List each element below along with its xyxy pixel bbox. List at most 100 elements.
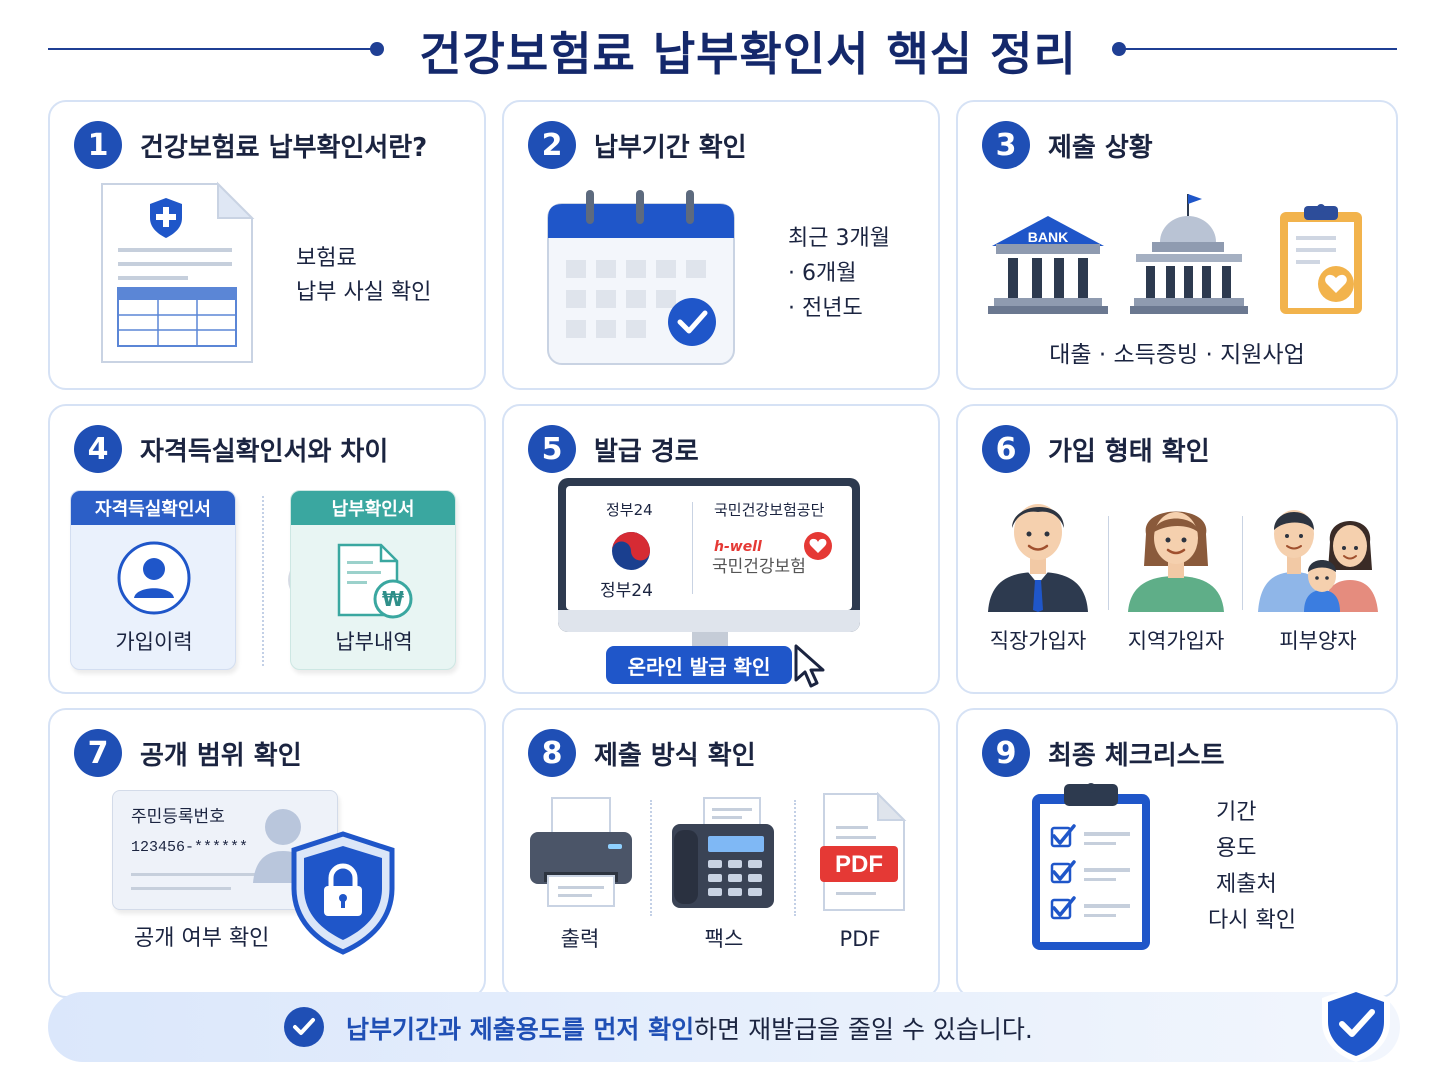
monitor: 정부24 정부24 국민건강보험공단 h-well 국민건강보험 bbox=[558, 478, 860, 632]
checklist-item: 제출처 bbox=[1216, 872, 1277, 897]
card-what-is: 1 건강보험료 납부확인서란? 보험료 납부 사실 확인 bbox=[48, 100, 486, 390]
header: 건강보험료 납부확인서 핵심 정리 bbox=[0, 14, 1448, 86]
summary-highlight: 납부기간과 제출용도를 먼저 확인 bbox=[346, 1015, 695, 1044]
step-number: 2 bbox=[528, 121, 576, 169]
check-circle-icon bbox=[284, 1007, 324, 1047]
card-title: 공개 범위 확인 bbox=[140, 740, 302, 771]
employee-icon bbox=[988, 504, 1088, 612]
nhis-top-label: 국민건강보험공단 bbox=[714, 501, 825, 519]
divider bbox=[650, 800, 652, 916]
step-number: 8 bbox=[528, 729, 576, 777]
card-situations: 3 제출 상황 BANK 대출 · 소득증빙 · 지원사업 bbox=[956, 100, 1398, 390]
card-title: 제출 방식 확인 bbox=[594, 740, 756, 771]
summary-message: 납부기간과 제출용도를 먼저 확인하면 재발급을 줄일 수 있습니다. bbox=[346, 1010, 1033, 1046]
step-number: 1 bbox=[74, 121, 122, 169]
government-building-icon bbox=[1130, 194, 1248, 314]
card-header: 5 발급 경로 bbox=[528, 424, 699, 474]
card-header: 9 최종 체크리스트 bbox=[982, 728, 1225, 778]
card-title: 건강보험료 납부확인서란? bbox=[140, 132, 428, 163]
card-disclosure: 7 공개 범위 확인 주민등록번호 123456-****** 공개 여부 확인 bbox=[48, 708, 486, 998]
desc-line: 보험료 bbox=[296, 246, 357, 271]
card-title: 자격득실확인서와 차이 bbox=[140, 436, 389, 467]
gov24-label: 정부24 bbox=[600, 581, 653, 601]
card-header: 1 건강보험료 납부확인서란? bbox=[74, 120, 427, 170]
method-label: 출력 bbox=[560, 927, 600, 951]
cursor-icon bbox=[794, 644, 825, 688]
card-header: 8 제출 방식 확인 bbox=[528, 728, 756, 778]
divider bbox=[262, 496, 264, 666]
id-field-label: 주민등록번호 bbox=[131, 807, 225, 827]
card-header: 2 납부기간 확인 bbox=[528, 120, 747, 170]
page-title: 건강보험료 납부확인서 핵심 정리 bbox=[419, 27, 1077, 81]
calendar-check-icon bbox=[547, 190, 735, 365]
member-type-label: 피부양자 bbox=[1279, 629, 1357, 653]
online-issue-button[interactable]: 온라인 발급 확인 bbox=[606, 646, 792, 684]
monitor-chin bbox=[558, 610, 860, 632]
period-line: · 6개월 bbox=[788, 261, 857, 286]
card-line bbox=[131, 873, 257, 876]
period-line: · 전년도 bbox=[788, 296, 863, 321]
hwell-label: h-well bbox=[714, 539, 762, 555]
gov24-top-label: 정부24 bbox=[606, 501, 653, 519]
fax-icon bbox=[672, 797, 774, 908]
box-label: 가입이력 bbox=[115, 630, 193, 654]
step-number: 6 bbox=[982, 425, 1030, 473]
pdf-badge-text: PDF bbox=[835, 851, 883, 878]
title-rule-right bbox=[1122, 48, 1397, 50]
checklist-item: 다시 확인 bbox=[1208, 908, 1296, 933]
clipboard-heart-icon bbox=[1280, 204, 1362, 314]
situations-caption: 대출 · 소득증빙 · 지원사업 bbox=[1049, 342, 1305, 368]
divider bbox=[794, 800, 796, 916]
disclosure-caption: 공개 여부 확인 bbox=[134, 926, 270, 951]
document-won-icon: ₩ bbox=[337, 543, 413, 619]
divider bbox=[1242, 516, 1243, 610]
card-header: 3 제출 상황 bbox=[982, 120, 1153, 170]
lock-shield-icon bbox=[291, 831, 395, 955]
title-dot-left bbox=[370, 42, 384, 56]
person-icon bbox=[117, 541, 191, 615]
card-title: 발급 경로 bbox=[594, 436, 699, 467]
checklist-clipboard-icon bbox=[1032, 783, 1150, 950]
card-final-checklist: 9 최종 체크리스트 기간 용도 제출처 다시 확인 bbox=[956, 708, 1398, 998]
period-line: 최근 3개월 bbox=[788, 226, 890, 251]
title-dot-right bbox=[1112, 42, 1126, 56]
screen-divider bbox=[692, 502, 693, 594]
step-number: 3 bbox=[982, 121, 1030, 169]
card-membership-type: 6 가입 형태 확인 직장가입자 bbox=[956, 404, 1398, 694]
method-label: 팩스 bbox=[704, 927, 744, 951]
checklist-item: 기간 bbox=[1216, 800, 1257, 825]
monitor-stand bbox=[692, 632, 728, 648]
monitor-screen: 정부24 정부24 국민건강보험공단 h-well 국민건강보험 bbox=[566, 486, 852, 610]
divider bbox=[1108, 516, 1109, 610]
summary-rest: 하면 재발급을 줄일 수 있습니다. bbox=[694, 1015, 1033, 1044]
card-difference: 4 자격득실확인서와 차이 자격득실확인서 가입이력 VS 납부확인서 ₩ 납부… bbox=[48, 404, 486, 694]
card-title: 가입 형태 확인 bbox=[1048, 436, 1210, 467]
document-shield-icon bbox=[101, 181, 255, 363]
card-title: 제출 상황 bbox=[1048, 132, 1153, 163]
box-label: 납부내역 bbox=[335, 630, 413, 654]
step-number: 5 bbox=[528, 425, 576, 473]
card-header: 6 가입 형태 확인 bbox=[982, 424, 1210, 474]
nhis-label: 국민건강보험 bbox=[712, 557, 806, 577]
card-period: 2 납부기간 확인 최근 3개월 · 6개월 · 전년도 bbox=[502, 100, 940, 390]
printer-icon bbox=[530, 797, 632, 907]
bank-label: BANK bbox=[1028, 229, 1068, 245]
card-title: 납부기간 확인 bbox=[594, 132, 747, 163]
gov24-logo-icon bbox=[612, 532, 650, 570]
step-number: 4 bbox=[74, 425, 122, 473]
step-number: 9 bbox=[982, 729, 1030, 777]
desc-line: 납부 사실 확인 bbox=[296, 280, 432, 305]
box-header: 자격득실확인서 bbox=[71, 491, 235, 525]
card-issue-route: 5 발급 경로 정부24 정부24 국민건강보험공단 h-well 국민건강보험… bbox=[502, 404, 940, 694]
eligibility-certificate-box: 자격득실확인서 가입이력 bbox=[70, 490, 236, 670]
checklist-item: 용도 bbox=[1216, 836, 1257, 861]
step-number: 7 bbox=[74, 729, 122, 777]
card-header: 7 공개 범위 확인 bbox=[74, 728, 302, 778]
member-type-label: 직장가입자 bbox=[989, 629, 1087, 653]
card-header: 4 자격득실확인서와 차이 bbox=[74, 424, 388, 474]
svg-text:₩: ₩ bbox=[382, 587, 404, 611]
card-title: 최종 체크리스트 bbox=[1048, 740, 1225, 771]
shield-check-icon bbox=[1322, 986, 1390, 1062]
summary-banner: 납부기간과 제출용도를 먼저 확인하면 재발급을 줄일 수 있습니다. bbox=[48, 986, 1400, 1062]
title-rule-left bbox=[48, 48, 376, 50]
